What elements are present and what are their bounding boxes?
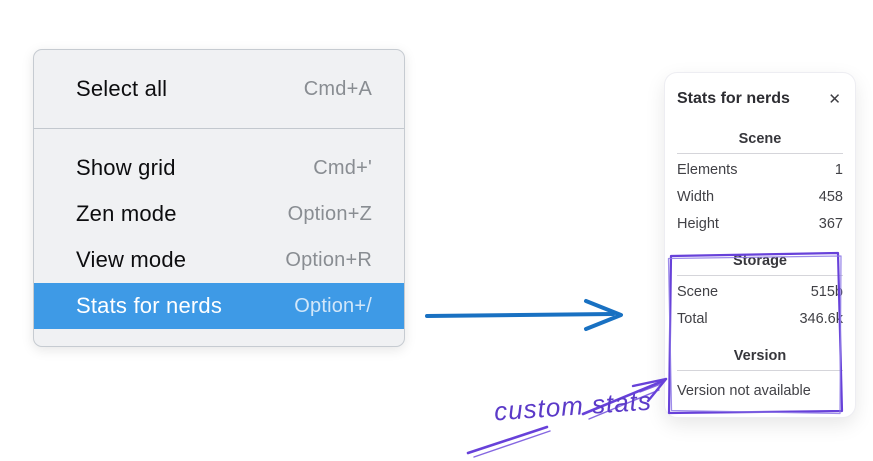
section-header-scene: Scene xyxy=(738,131,782,147)
blue-arrow xyxy=(425,299,623,331)
menu-item-label: Show grid xyxy=(76,155,176,180)
context-menu: Select all Cmd+A Show grid Cmd+' Zen mod… xyxy=(33,49,405,347)
stat-row-elements: Elements 1 xyxy=(677,156,843,183)
section-header-version: Version xyxy=(733,348,787,364)
stat-value: 346.6k xyxy=(799,310,843,327)
stat-label: Scene xyxy=(677,283,719,300)
stats-panel-title: Stats for nerds xyxy=(677,90,790,107)
stat-row-width: Width 458 xyxy=(677,183,843,210)
stat-value: 515b xyxy=(810,283,843,300)
stat-row-height: Height 367 xyxy=(677,210,843,237)
menu-item-stats-for-nerds[interactable]: Stats for nerds Option+/ xyxy=(34,283,404,329)
stat-row-total-storage: Total 346.6k xyxy=(677,305,843,332)
menu-item-shortcut: Cmd+' xyxy=(313,156,372,179)
stat-row-scene-storage: Scene 515b xyxy=(677,278,843,305)
section-header-storage: Storage xyxy=(733,253,787,269)
stat-value: 1 xyxy=(834,161,843,178)
section-divider xyxy=(677,275,843,276)
stat-value: 458 xyxy=(818,188,843,205)
menu-item-label: Stats for nerds xyxy=(76,293,223,318)
stat-value: 367 xyxy=(818,215,843,232)
stats-panel: Stats for nerds ✕ Scene Elements 1 Width… xyxy=(665,73,855,417)
menu-item-select-all[interactable]: Select all Cmd+A xyxy=(34,60,404,118)
stats-panel-header: Stats for nerds ✕ xyxy=(677,89,843,109)
menu-item-show-grid[interactable]: Show grid Cmd+' xyxy=(34,145,404,191)
menu-divider xyxy=(34,128,404,129)
menu-section-bottom: Show grid Cmd+' Zen mode Option+Z View m… xyxy=(34,129,404,345)
stat-label: Width xyxy=(677,188,715,205)
version-note: Version not available xyxy=(677,383,811,399)
menu-item-zen-mode[interactable]: Zen mode Option+Z xyxy=(34,191,404,237)
menu-item-label: Select all xyxy=(76,76,168,101)
section-divider xyxy=(677,153,843,154)
section-divider xyxy=(677,370,843,371)
stat-label: Height xyxy=(677,215,719,232)
menu-item-shortcut: Cmd+A xyxy=(303,77,372,100)
stat-label: Elements xyxy=(677,161,738,178)
menu-item-shortcut: Option+Z xyxy=(287,202,372,225)
menu-item-label: View mode xyxy=(76,247,187,272)
menu-item-shortcut: Option+R xyxy=(285,248,372,271)
stat-label: Total xyxy=(677,310,708,327)
custom-stats-label: custom stats xyxy=(493,385,653,427)
close-button[interactable]: ✕ xyxy=(828,90,841,108)
menu-item-view-mode[interactable]: View mode Option+R xyxy=(34,237,404,283)
menu-section-top: Select all Cmd+A xyxy=(34,50,404,128)
menu-item-shortcut: Option+/ xyxy=(294,294,372,317)
menu-item-label: Zen mode xyxy=(76,201,177,226)
